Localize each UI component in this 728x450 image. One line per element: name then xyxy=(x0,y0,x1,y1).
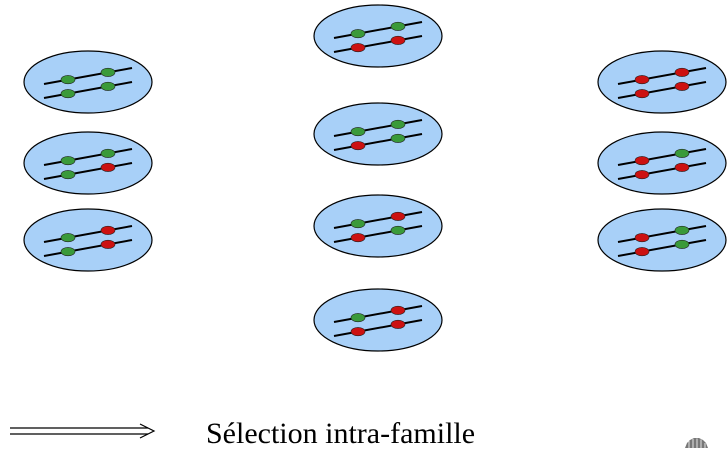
chromosome-line xyxy=(617,162,707,180)
chromosome-line xyxy=(333,35,423,53)
family-ellipse xyxy=(313,4,443,68)
allele-marker-red xyxy=(390,35,406,45)
family-cell xyxy=(597,131,727,195)
chromosome-line xyxy=(617,225,707,243)
chromosome-line xyxy=(43,67,133,85)
family-ellipse xyxy=(23,50,153,114)
allele-marker-red xyxy=(390,211,406,221)
legend-label: Sélection intra-famille xyxy=(206,417,475,450)
family-cell xyxy=(313,102,443,166)
allele-marker-green xyxy=(100,67,116,77)
family-ellipse xyxy=(23,208,153,272)
chromosome-line xyxy=(617,148,707,166)
allele-marker-red xyxy=(100,162,116,172)
family-ellipse xyxy=(597,208,727,272)
family-ellipse xyxy=(23,131,153,195)
allele-marker-green xyxy=(390,133,406,143)
family-cell xyxy=(23,50,153,114)
allele-marker-red xyxy=(390,305,406,315)
allele-marker-red xyxy=(674,162,690,172)
chromosome-line xyxy=(333,133,423,151)
allele-marker-green xyxy=(100,148,116,158)
chromosome-line xyxy=(333,21,423,39)
chromosome-line xyxy=(43,225,133,243)
family-cell xyxy=(313,288,443,352)
allele-marker-green xyxy=(60,247,76,257)
allele-marker-green xyxy=(350,127,366,137)
allele-marker-red xyxy=(350,43,366,53)
family-ellipse xyxy=(597,131,727,195)
allele-marker-red xyxy=(100,239,116,249)
allele-marker-green xyxy=(60,170,76,180)
allele-marker-green xyxy=(350,313,366,323)
allele-marker-red xyxy=(634,75,650,85)
family-cell xyxy=(23,131,153,195)
family-ellipse xyxy=(313,288,443,352)
family-cell xyxy=(23,208,153,272)
chromosome-line xyxy=(333,211,423,229)
allele-marker-red xyxy=(390,319,406,329)
allele-marker-green xyxy=(390,225,406,235)
family-ellipse xyxy=(313,194,443,258)
allele-marker-red xyxy=(634,170,650,180)
allele-marker-red xyxy=(674,81,690,91)
allele-marker-red xyxy=(100,225,116,235)
chromosome-line xyxy=(617,67,707,85)
allele-marker-green xyxy=(390,119,406,129)
allele-marker-green xyxy=(674,239,690,249)
allele-marker-red xyxy=(350,233,366,243)
allele-marker-green xyxy=(674,148,690,158)
allele-marker-red xyxy=(350,327,366,337)
allele-marker-red xyxy=(634,247,650,257)
allele-marker-red xyxy=(634,89,650,99)
chromosome-line xyxy=(43,239,133,257)
allele-marker-green xyxy=(60,75,76,85)
family-cell xyxy=(597,50,727,114)
chromosome-line xyxy=(333,305,423,323)
chromosome-line xyxy=(43,81,133,99)
allele-marker-red xyxy=(634,233,650,243)
allele-marker-green xyxy=(350,219,366,229)
allele-marker-green xyxy=(390,21,406,31)
family-ellipse xyxy=(597,50,727,114)
allele-marker-green xyxy=(350,29,366,39)
chromosome-line xyxy=(43,148,133,166)
allele-marker-red xyxy=(634,156,650,166)
chromosome-line xyxy=(617,239,707,257)
family-cell xyxy=(313,4,443,68)
chromosome-line xyxy=(333,319,423,337)
family-ellipse xyxy=(313,102,443,166)
allele-marker-green xyxy=(60,89,76,99)
double-arrow-right-icon xyxy=(10,423,156,439)
allele-marker-green xyxy=(60,156,76,166)
cells-layer xyxy=(23,4,727,352)
allele-marker-green xyxy=(60,233,76,243)
family-cell xyxy=(313,194,443,258)
allele-marker-red xyxy=(350,141,366,151)
legend: Sélection intra-famille xyxy=(10,417,475,450)
allele-marker-green xyxy=(674,225,690,235)
chromosome-line xyxy=(43,162,133,180)
chromosome-line xyxy=(333,225,423,243)
chromosome-line xyxy=(333,119,423,137)
allele-marker-green xyxy=(100,81,116,91)
allele-marker-red xyxy=(674,67,690,77)
logo-mark-icon xyxy=(685,438,708,448)
family-cell xyxy=(597,208,727,272)
chromosome-line xyxy=(617,81,707,99)
